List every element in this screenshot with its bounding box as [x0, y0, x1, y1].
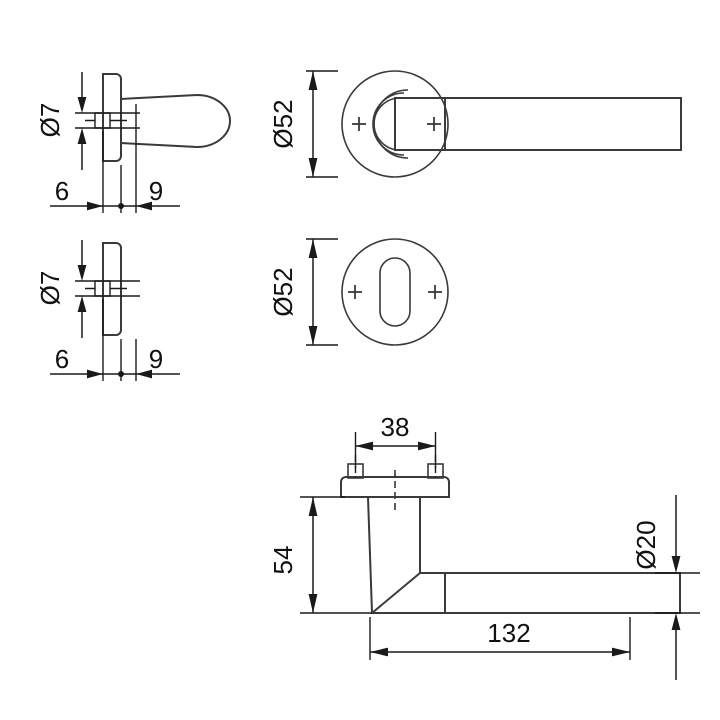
keyhole-dia52-arrow-top: [308, 239, 318, 258]
dim-label-dia52-bottom: Ø52: [268, 267, 298, 316]
dim132-arrow-right: [612, 647, 630, 657]
knob-dim-centre-dot: [118, 203, 124, 209]
knob-arrow-9: [136, 201, 152, 211]
knob-body: [120, 93, 232, 149]
keyhole-rose-front-view: Ø52: [268, 238, 449, 346]
lever-collar-outer-arc: [372, 92, 405, 156]
dim38-arrow-right: [418, 441, 436, 451]
dim54-arrow-bottom: [308, 594, 318, 613]
dim-label-6-top: 6: [55, 176, 69, 206]
knob-arrow-6: [87, 201, 103, 211]
escutcheon-dia7-arrow-top: [77, 265, 87, 281]
dim-label-132: 132: [487, 618, 530, 648]
dim-label-dia20: Ø20: [631, 520, 661, 569]
rose-dia52-arrow-bottom: [308, 158, 318, 177]
dim-label-9-bottom: 9: [149, 344, 163, 374]
lever-elbow-chamfer: [371, 572, 421, 614]
escutcheon-side-view: Ø7 6 9: [35, 240, 180, 381]
lever-bar: [394, 97, 682, 151]
dim-label-dia52-top: Ø52: [268, 99, 298, 148]
dim20-arrow-bottom: [671, 613, 681, 630]
knob-side-view: Ø7 6 9: [35, 72, 232, 213]
rose-dia52-arrow-top: [308, 71, 318, 90]
lever-profile-view: 38 54 132 Ø20: [268, 412, 700, 680]
knob-dia7-arrow-top: [77, 97, 87, 113]
keyhole-fixing-mark-right: [428, 285, 442, 299]
dim-label-dia7-bottom: Ø7: [35, 271, 65, 306]
escutcheon-arrow-9: [136, 369, 152, 379]
dim132-arrow-left: [370, 647, 388, 657]
lever-baseplate: [340, 476, 450, 498]
knob-dia7-arrow-bottom: [77, 128, 87, 144]
escutcheon-rose-plate: [102, 242, 122, 336]
escutcheon-dia7-arrow-bottom: [77, 296, 87, 312]
dim-label-38: 38: [381, 412, 410, 442]
knob-rose-plate: [102, 73, 122, 162]
dim-label-9-top: 9: [149, 176, 163, 206]
rose-fixing-mark-right: [427, 117, 441, 131]
dim20-arrow-top: [671, 556, 681, 573]
keyhole-rose-outer-circle: [341, 238, 449, 346]
keyhole-dia52-arrow-bottom: [308, 326, 318, 345]
rose-outer-circle: [341, 70, 449, 178]
keyhole-slot: [379, 257, 411, 327]
dim-label-54: 54: [268, 546, 298, 575]
escutcheon-arrow-6: [87, 369, 103, 379]
lever-collar-third-arc: [373, 89, 409, 159]
keyhole-fixing-mark-left: [348, 285, 362, 299]
dim54-arrow-top: [308, 497, 318, 516]
escutcheon-dim-centre-dot: [118, 371, 124, 377]
lever-rose-front-view: Ø52: [268, 70, 682, 178]
rose-fixing-mark-left: [352, 117, 366, 131]
dim-label-6-bottom: 6: [55, 344, 69, 374]
dim-label-dia7-top: Ø7: [35, 103, 65, 138]
dim38-arrow-left: [355, 441, 373, 451]
